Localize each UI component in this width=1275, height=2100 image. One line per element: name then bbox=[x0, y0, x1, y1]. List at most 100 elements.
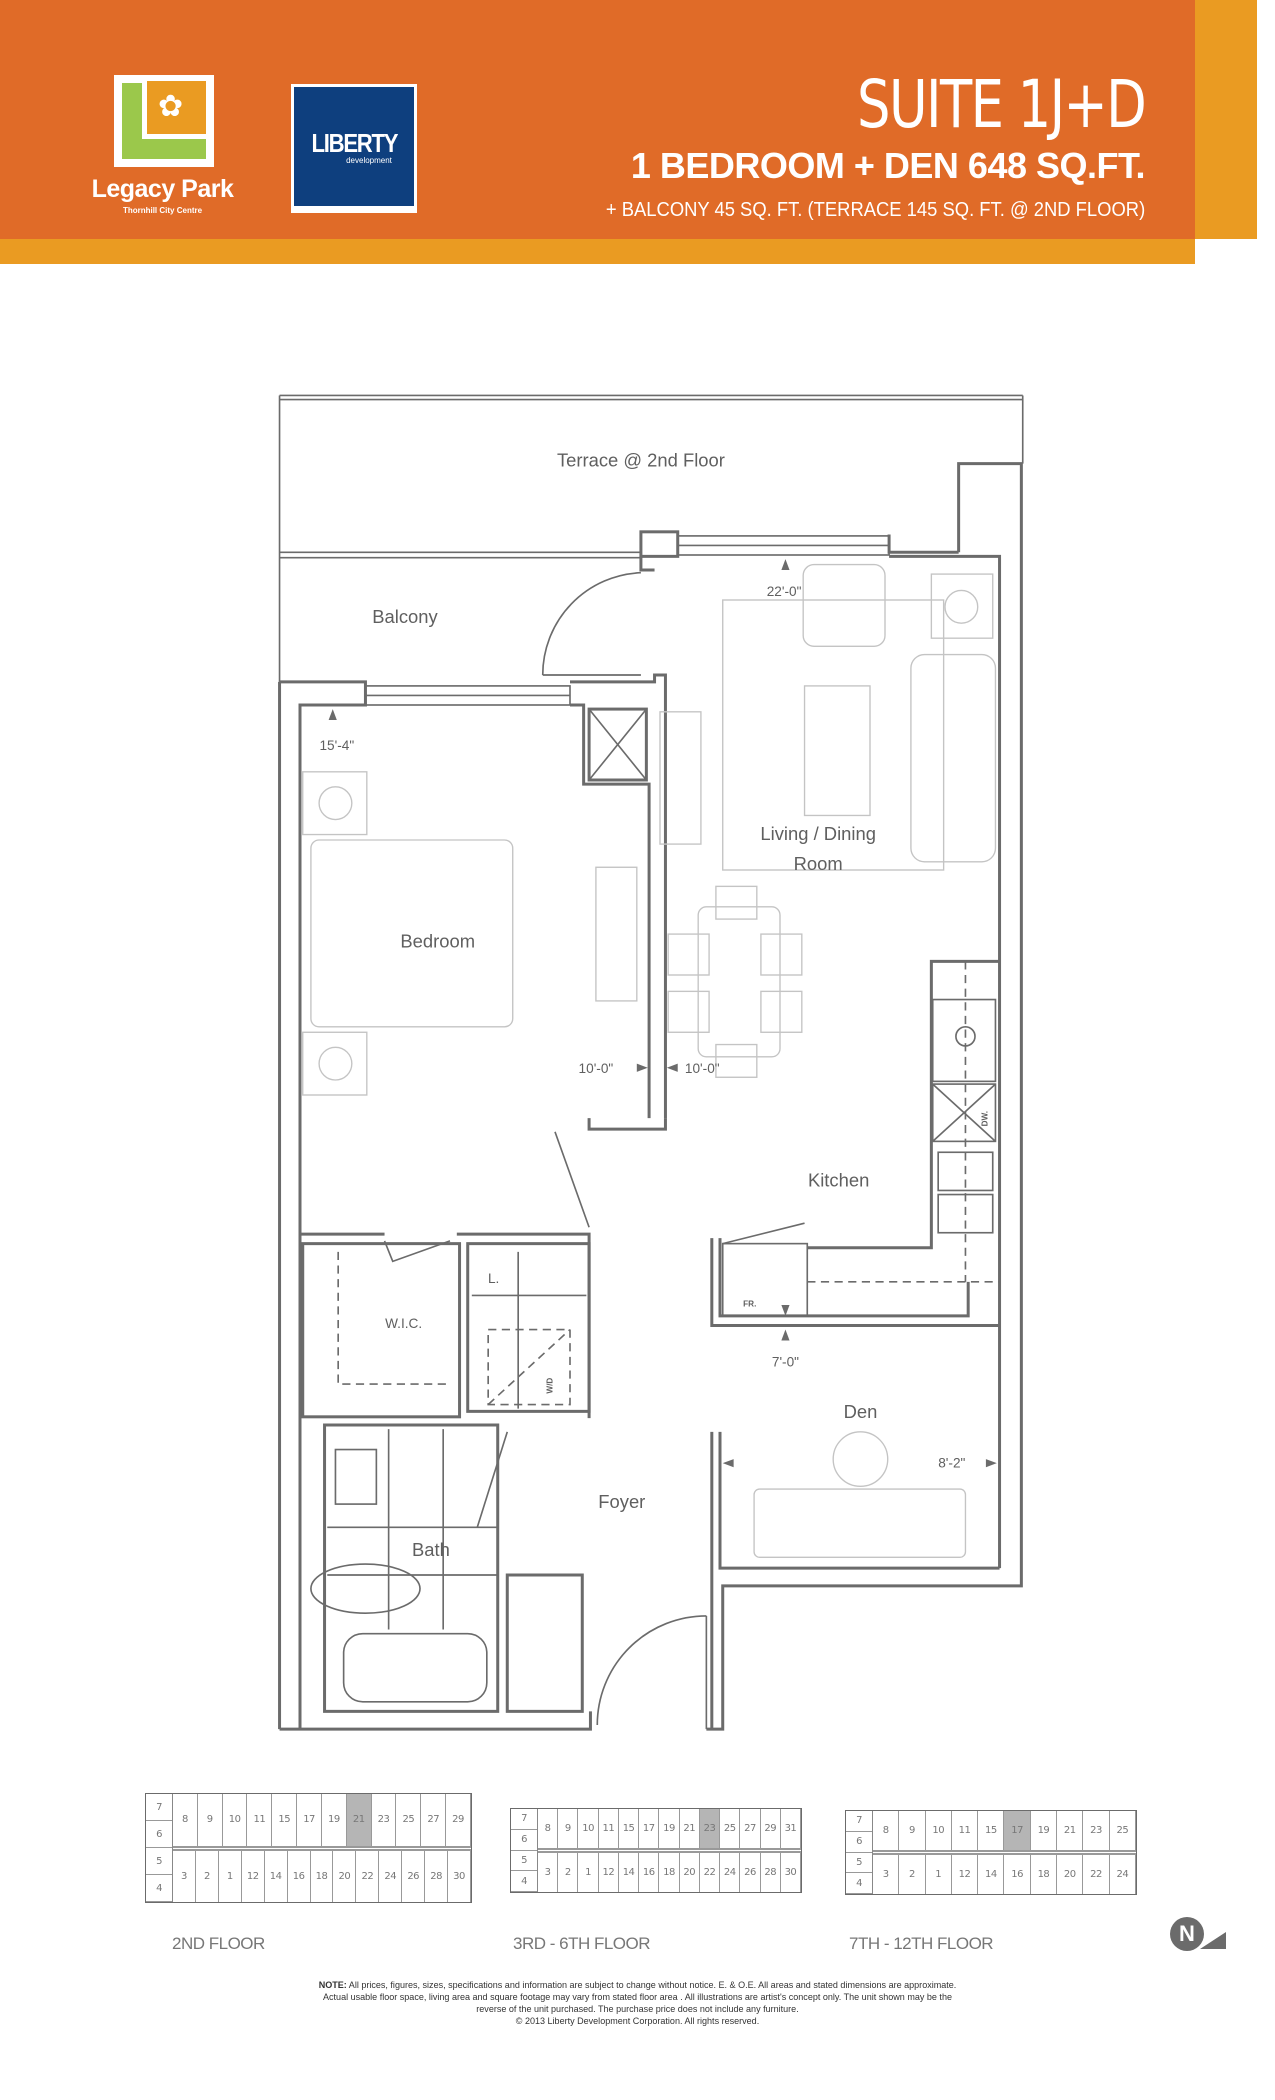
key-plan-unit: 27 bbox=[421, 1794, 447, 1846]
key-plan-unit: 8 bbox=[873, 1811, 900, 1850]
key-plan-unit: 24 bbox=[1110, 1855, 1136, 1894]
label-bath: Bath bbox=[412, 1539, 450, 1560]
key-plan-unit: 9 bbox=[198, 1794, 223, 1846]
key-plan-unit: 9 bbox=[899, 1811, 926, 1850]
key-plan-unit: 10 bbox=[578, 1809, 599, 1848]
label-den: Den bbox=[844, 1401, 878, 1422]
key-plan-unit: 8 bbox=[173, 1794, 198, 1846]
key-plan-unit: 4 bbox=[846, 1873, 872, 1894]
north-compass-icon: N bbox=[1170, 1917, 1204, 1951]
key-plan-unit: 25 bbox=[1110, 1811, 1136, 1850]
north-arrow-icon bbox=[1200, 1932, 1226, 1949]
label-balcony: Balcony bbox=[372, 606, 438, 627]
key-plan-unit: 29 bbox=[446, 1794, 471, 1846]
note-line-4: © 2013 Liberty Development Corporation. … bbox=[515, 2016, 760, 2027]
key-plan-unit: 22 bbox=[356, 1850, 380, 1902]
key-plan-unit: 21 bbox=[680, 1809, 700, 1848]
key-plan-unit: 7 bbox=[511, 1809, 537, 1830]
key-plan-unit: 2 bbox=[558, 1853, 579, 1892]
label-living-room: Room bbox=[794, 853, 843, 874]
key-plan-unit: 7 bbox=[846, 1811, 872, 1832]
key-plan-unit: 23 bbox=[1083, 1811, 1110, 1850]
key-plan-unit: 1 bbox=[219, 1850, 242, 1902]
key-plan-unit: 5 bbox=[846, 1853, 872, 1874]
key-plan-unit: 11 bbox=[599, 1809, 619, 1848]
label-living-dining: Living / Dining bbox=[760, 823, 876, 844]
windows bbox=[364, 535, 890, 706]
key-plan-unit: 11 bbox=[247, 1794, 273, 1846]
dim-den-depth: 7'-0" bbox=[772, 1354, 799, 1369]
note-line-1: All prices, figures, sizes, specificatio… bbox=[348, 1980, 957, 1991]
key-plan-unit: 15 bbox=[619, 1809, 640, 1848]
key-plan-unit: 10 bbox=[223, 1794, 248, 1846]
key-plan-unit: 20 bbox=[333, 1850, 357, 1902]
key-plan-unit: 2 bbox=[196, 1850, 219, 1902]
key-plan-unit: 28 bbox=[761, 1853, 781, 1892]
key-plan-unit: 18 bbox=[1031, 1855, 1058, 1894]
dim-bedroom: 15'-4" bbox=[319, 738, 354, 753]
liberty-logo: LIBERTY development bbox=[291, 84, 417, 213]
key-plan-unit: 30 bbox=[448, 1850, 471, 1902]
key-plan-unit: 19 bbox=[1031, 1811, 1058, 1850]
liberty-name: LIBERTY bbox=[311, 128, 398, 158]
key-plan-unit: 6 bbox=[511, 1830, 537, 1851]
key-plan-unit: 12 bbox=[599, 1853, 619, 1892]
key-plan-unit: 28 bbox=[425, 1850, 449, 1902]
key-plan-unit: 14 bbox=[978, 1855, 1005, 1894]
key-plan-unit: 25 bbox=[396, 1794, 422, 1846]
key-plan-unit: 14 bbox=[265, 1850, 288, 1902]
dim-living: 22'-0" bbox=[767, 584, 802, 599]
key-plan-label: 7TH - 12TH FLOOR bbox=[849, 1934, 994, 1953]
entry-door bbox=[596, 1615, 708, 1730]
key-plan-unit: 5 bbox=[146, 1848, 172, 1875]
key-plan-unit: 20 bbox=[680, 1853, 700, 1892]
key-plan-label: 2ND FLOOR bbox=[172, 1934, 265, 1953]
key-plan-unit: 26 bbox=[740, 1853, 761, 1892]
key-plan-unit: 22 bbox=[1083, 1855, 1110, 1894]
key-plan-unit: 30 bbox=[781, 1853, 802, 1892]
suite-extras: + BALCONY 45 SQ. FT. (TERRACE 145 SQ. FT… bbox=[605, 199, 1145, 221]
key-plan-unit: 2 bbox=[899, 1855, 926, 1894]
key-plan-unit: 10 bbox=[926, 1811, 952, 1850]
terrace-outline bbox=[278, 394, 1024, 682]
key-plan-unit: 12 bbox=[952, 1855, 979, 1894]
key-plan-unit-highlighted: 23 bbox=[699, 1809, 721, 1848]
key-plan-unit: 16 bbox=[639, 1853, 660, 1892]
furniture bbox=[302, 563, 997, 1703]
legacy-park-logo: ✿ bbox=[114, 75, 214, 167]
key-plan-unit: 20 bbox=[1057, 1855, 1084, 1894]
note-label: NOTE: bbox=[318, 1980, 347, 1991]
key-plan-unit: 11 bbox=[952, 1811, 979, 1850]
key-plan-unit: 17 bbox=[639, 1809, 660, 1848]
key-plan-unit: 14 bbox=[619, 1853, 640, 1892]
exterior-walls bbox=[278, 462, 1023, 1731]
label-linen: L. bbox=[488, 1271, 499, 1286]
label-wic: W.I.C. bbox=[385, 1316, 422, 1331]
key-plan-unit: 6 bbox=[846, 1832, 872, 1853]
key-plan-unit: 3 bbox=[173, 1850, 196, 1902]
closet-box bbox=[587, 707, 648, 782]
key-plan-unit: 19 bbox=[659, 1809, 680, 1848]
key-plan-label: 3RD - 6TH FLOOR bbox=[513, 1934, 651, 1953]
key-plan-unit: 24 bbox=[720, 1853, 741, 1892]
dimension-arrows bbox=[328, 559, 997, 1468]
key-plan-unit: 24 bbox=[379, 1850, 403, 1902]
key-plan-unit: 1 bbox=[926, 1855, 952, 1894]
key-plan-unit: 21 bbox=[1057, 1811, 1084, 1850]
key-plan-unit: 3 bbox=[538, 1853, 559, 1892]
key-plan-unit: 4 bbox=[146, 1875, 172, 1902]
key-plan-unit: 18 bbox=[659, 1853, 680, 1892]
key-plan-unit: 18 bbox=[311, 1850, 334, 1902]
key-plan-unit: 22 bbox=[700, 1853, 721, 1892]
key-plan-unit: 7 bbox=[146, 1794, 172, 1821]
key-plan-unit: 15 bbox=[272, 1794, 298, 1846]
disclaimer-note: NOTE: All prices, figures, sizes, specif… bbox=[174, 1980, 1100, 2028]
header-accent-strip bbox=[0, 239, 1195, 264]
key-plan-unit: 8 bbox=[538, 1809, 559, 1848]
key-plan-unit: 19 bbox=[322, 1794, 347, 1846]
label-fridge: FR. bbox=[743, 1299, 756, 1308]
